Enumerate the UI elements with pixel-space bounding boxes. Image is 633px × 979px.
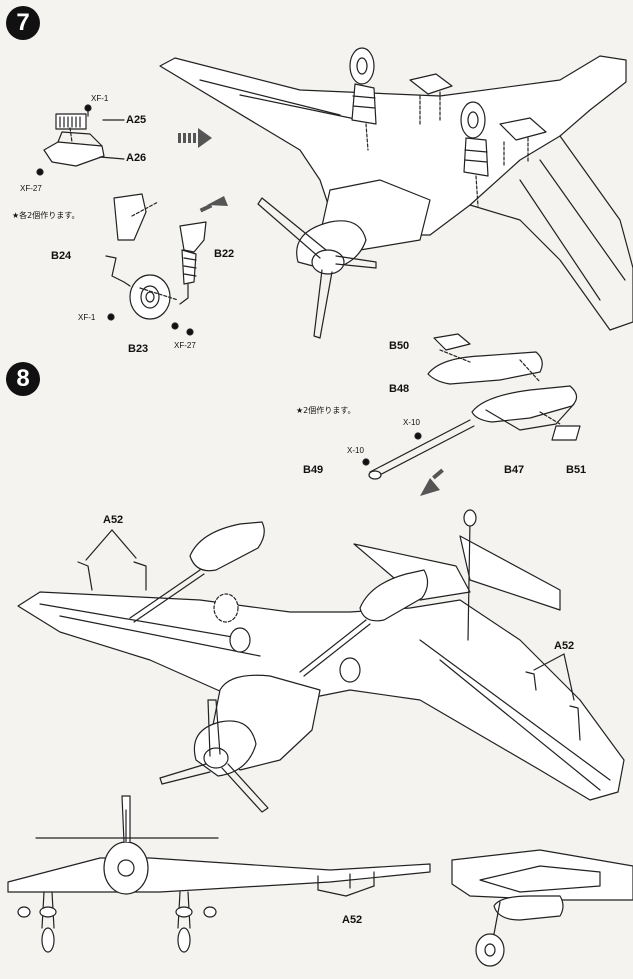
part-label-xf27-bottom: XF-27 (174, 341, 196, 350)
aircraft-step8-drawing (17, 509, 625, 813)
part-label-b24: B24 (51, 250, 72, 262)
part-label-b49: B49 (303, 464, 324, 476)
step-number-7: 7 (6, 6, 40, 40)
arrow-right-icon (199, 196, 228, 213)
part-label-b47: B47 (504, 464, 525, 476)
part-label-a52-bottom: A52 (342, 914, 363, 926)
screw-icon-xf1-b (107, 313, 115, 321)
part-label-b50: B50 (389, 340, 410, 352)
part-label-xf1-top: XF-1 (91, 94, 109, 103)
part-label-a25: A25 (126, 114, 147, 126)
screw-icon-xf27 (36, 168, 44, 176)
part-label-a52-left: A52 (103, 514, 124, 526)
aircraft-step7-drawing (159, 47, 633, 339)
step7-note: ★各2個作ります。 (12, 211, 80, 220)
step-number-8: 8 (6, 362, 40, 396)
arrow-right-icon (178, 128, 212, 148)
bomb-exploded-drawing (368, 333, 581, 480)
part-label-a52-right: A52 (554, 640, 575, 652)
part-label-xf1-bottom: XF-1 (78, 313, 96, 322)
screw-icon-xf27-b (171, 322, 194, 336)
part-label-x10-top: X-10 (403, 418, 420, 427)
part-label-b22: B22 (214, 248, 235, 260)
step8-note: ★2個作ります。 (296, 406, 356, 415)
screw-icon-xf1 (84, 104, 92, 112)
part-label-b48: B48 (389, 383, 410, 395)
part-label-xf27-left: XF-27 (20, 184, 42, 193)
screw-icon-x10 (362, 432, 422, 466)
landing-gear-drawing (105, 193, 207, 320)
part-label-b51: B51 (566, 464, 587, 476)
radiator-part-drawing (43, 113, 105, 167)
arrow-down-left-icon (420, 468, 444, 496)
side-view-drawing (451, 849, 633, 967)
front-view-drawing (7, 795, 431, 953)
part-label-b23: B23 (128, 343, 149, 355)
part-label-a26: A26 (126, 152, 147, 164)
part-label-x10-bottom: X-10 (347, 446, 364, 455)
